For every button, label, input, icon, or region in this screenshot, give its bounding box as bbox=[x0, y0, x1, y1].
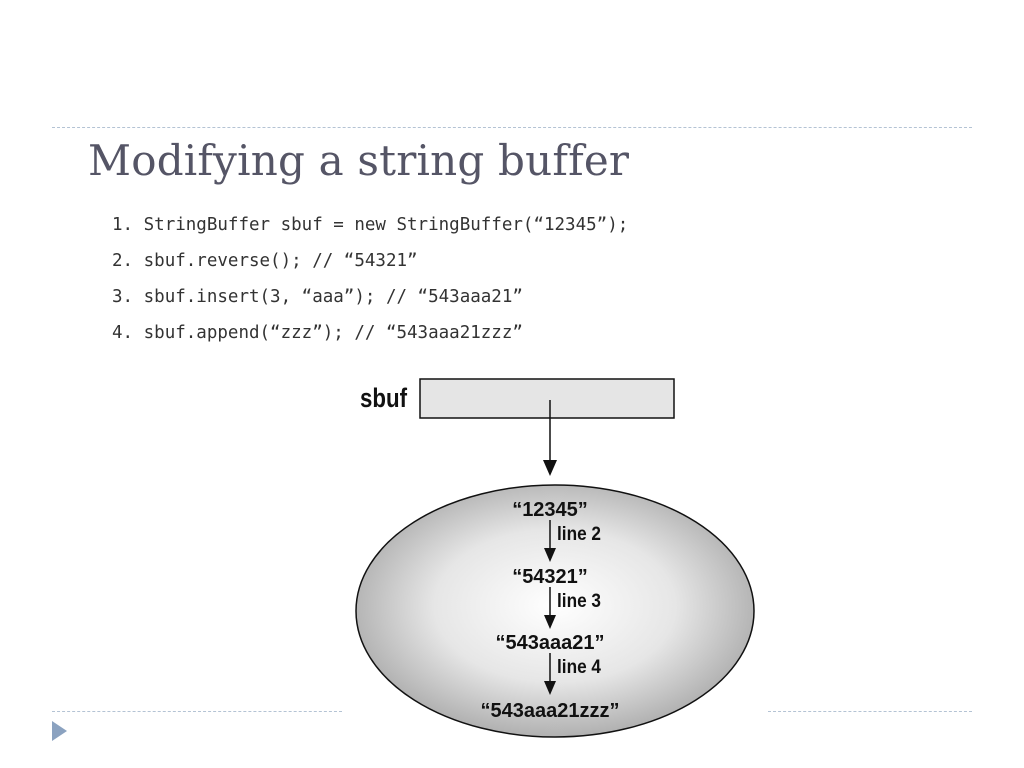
state-value: “54321” bbox=[512, 566, 588, 588]
reference-arrowhead bbox=[543, 460, 557, 476]
code-line-2: 2. sbuf.reverse(); // “54321” bbox=[112, 248, 628, 284]
transition-arrowhead bbox=[544, 548, 556, 562]
state-value: “543aaa21” bbox=[496, 632, 605, 654]
transition-arrowhead bbox=[544, 615, 556, 629]
code-line-text: sbuf.insert(3, “aaa”); // “543aaa21” bbox=[143, 287, 523, 307]
transition-label: line 3 bbox=[557, 591, 601, 612]
code-line-number: 3. bbox=[112, 287, 134, 307]
transition-label: line 2 bbox=[557, 524, 601, 545]
bottom-divider-right bbox=[768, 711, 972, 712]
variable-label: sbuf bbox=[360, 383, 408, 413]
string-object-oval bbox=[355, 484, 755, 738]
code-line-4: 4. sbuf.append(“zzz”); // “543aaa21zzz” bbox=[112, 320, 628, 356]
code-listing: 1. StringBuffer sbuf = new StringBuffer(… bbox=[112, 212, 628, 356]
code-line-number: 4. bbox=[112, 323, 134, 343]
next-slide-triangle-icon[interactable] bbox=[52, 721, 67, 741]
code-line-3: 3. sbuf.insert(3, “aaa”); // “543aaa21” bbox=[112, 284, 628, 320]
bottom-divider-left bbox=[52, 711, 342, 712]
code-line-text: sbuf.append(“zzz”); // “543aaa21zzz” bbox=[143, 323, 523, 343]
transition-label: line 4 bbox=[557, 657, 601, 678]
slide-title: Modifying a string buffer bbox=[88, 136, 630, 185]
code-line-number: 2. bbox=[112, 251, 134, 271]
reference-box bbox=[419, 378, 675, 419]
code-line-number: 1. bbox=[112, 215, 134, 235]
transition-arrowhead bbox=[544, 681, 556, 695]
state-value: “12345” bbox=[512, 499, 588, 521]
state-value: “543aaa21zzz” bbox=[481, 700, 620, 722]
code-line-1: 1. StringBuffer sbuf = new StringBuffer(… bbox=[112, 212, 628, 248]
string-buffer-diagram: sbuf “12345” line 2 “54321” line 3 “543a… bbox=[355, 378, 755, 738]
top-divider bbox=[52, 127, 972, 128]
code-line-text: StringBuffer sbuf = new StringBuffer(“12… bbox=[143, 215, 629, 235]
code-line-text: sbuf.reverse(); // “54321” bbox=[143, 251, 418, 271]
